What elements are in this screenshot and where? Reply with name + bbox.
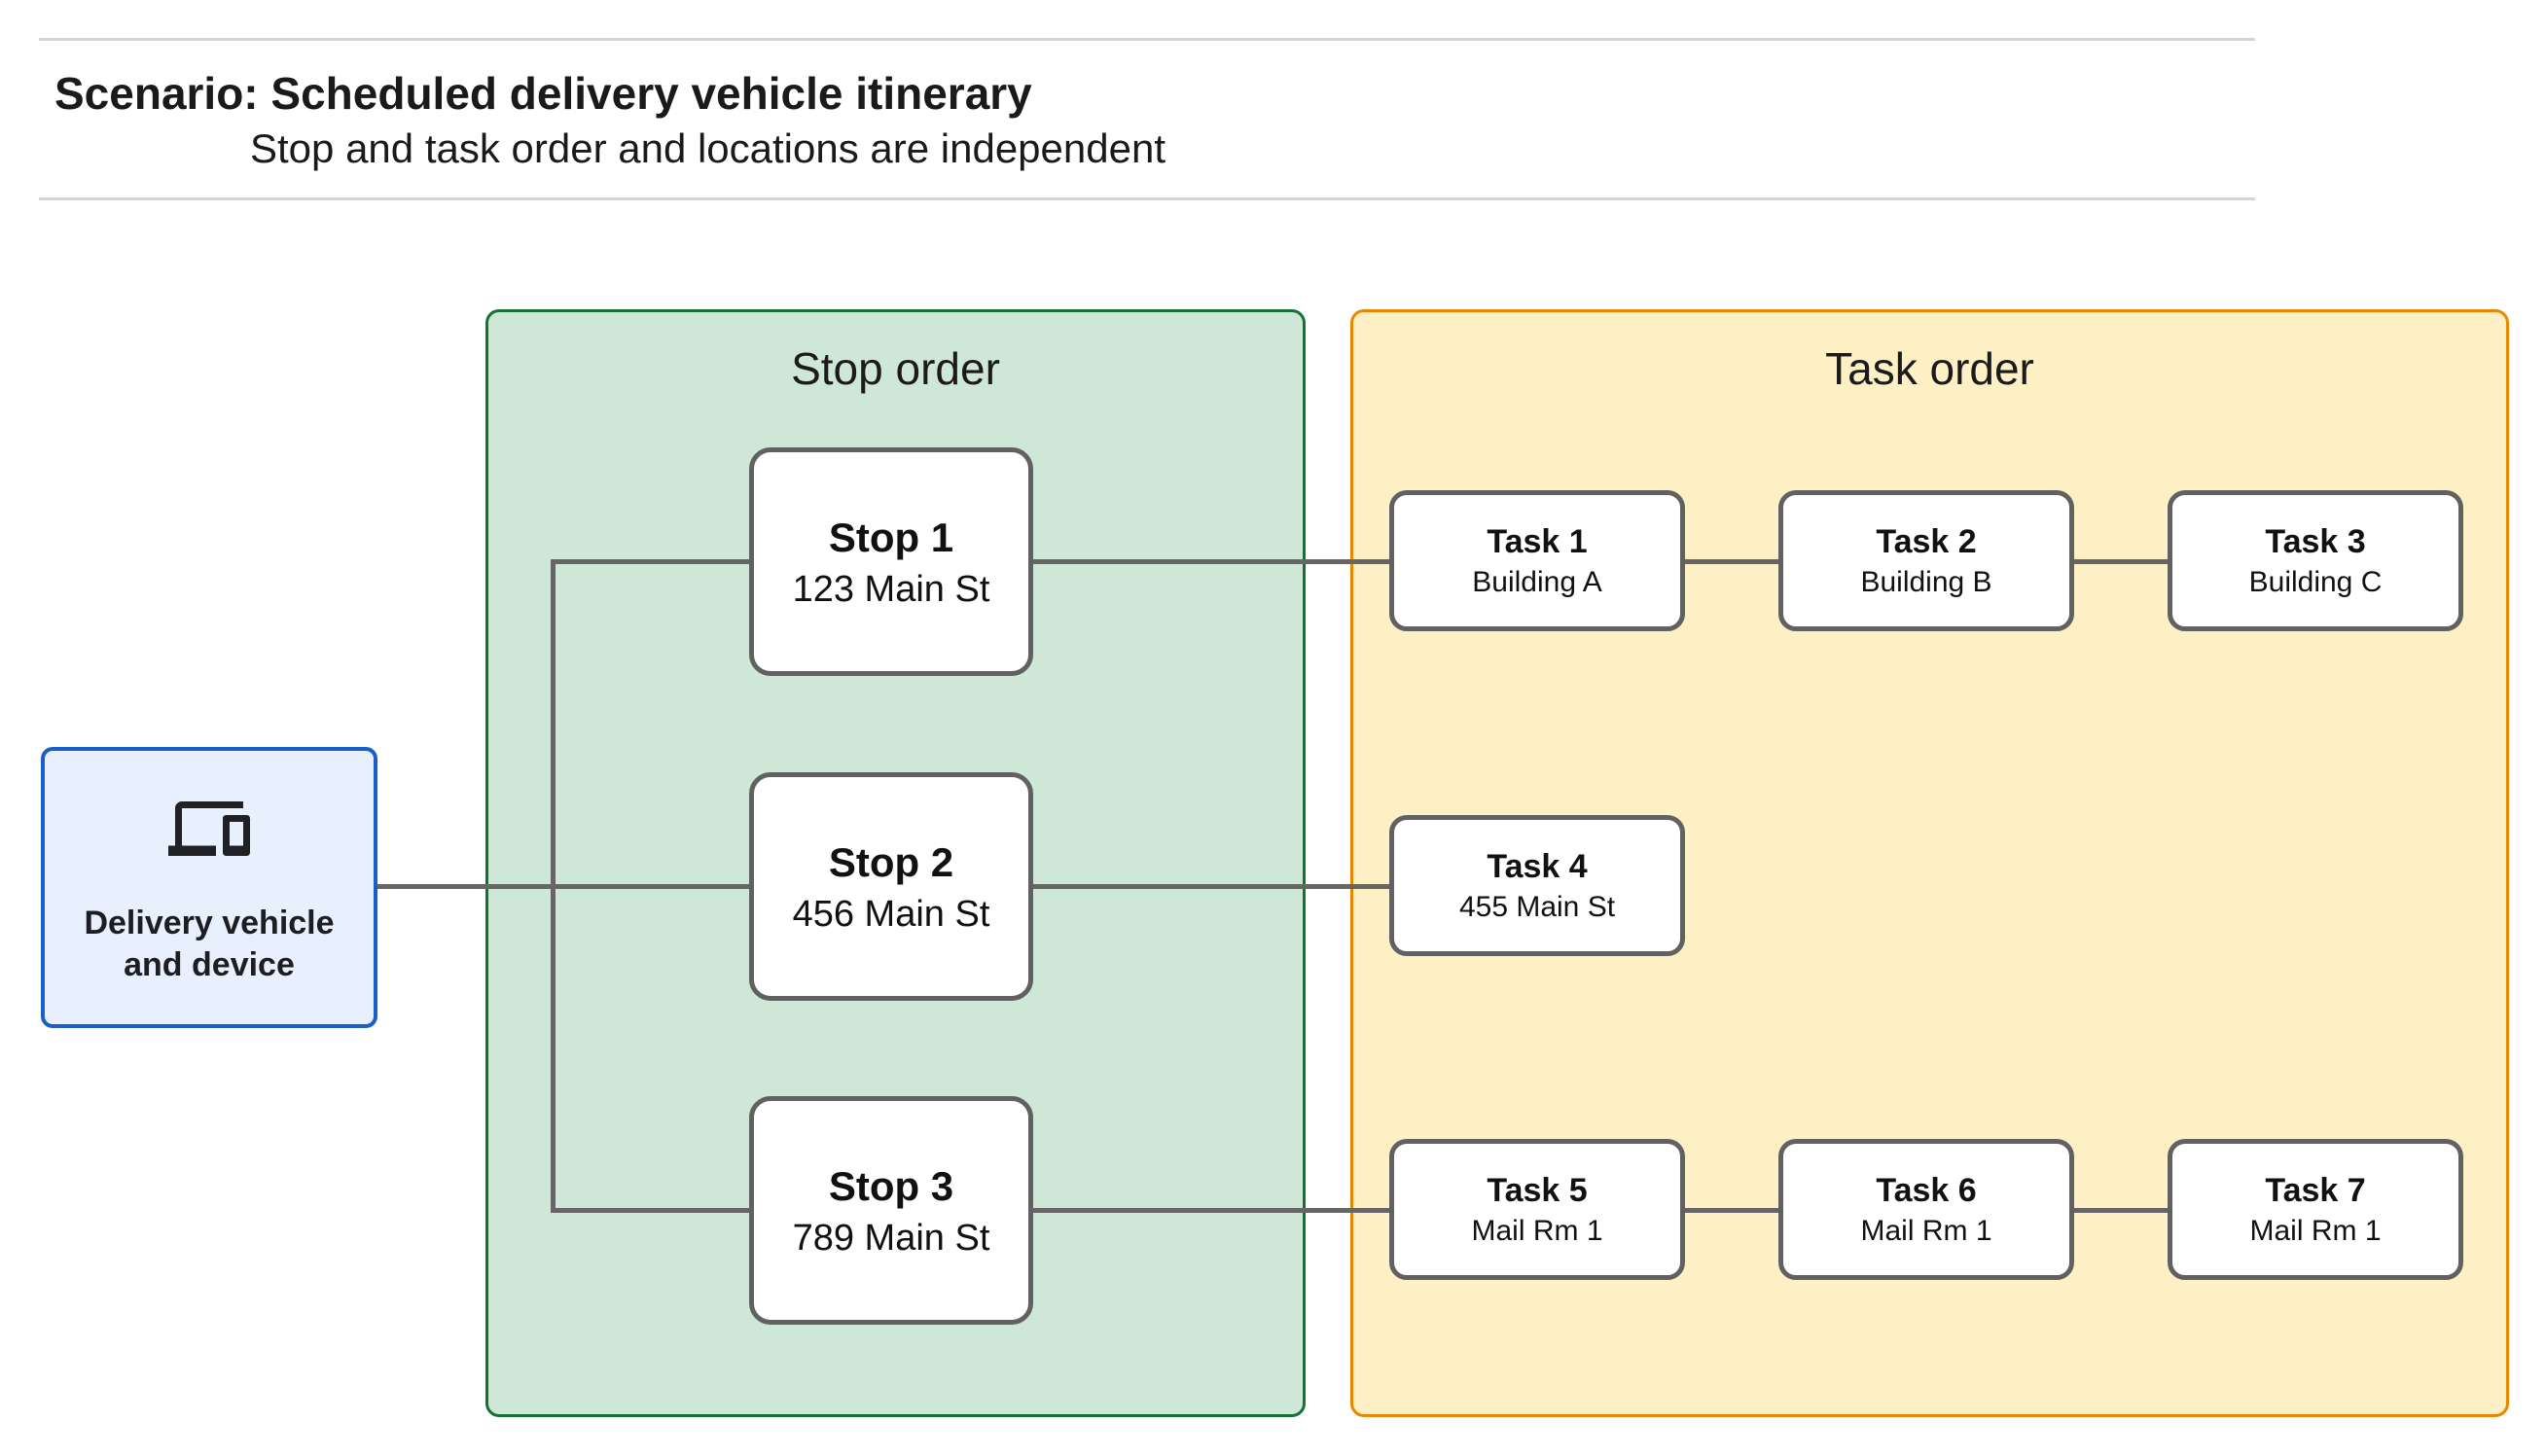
task-5-title: Task 5 <box>1487 1171 1588 1209</box>
stop-2-address: 456 Main St <box>792 893 990 935</box>
task-7-node: Task 7 Mail Rm 1 <box>2168 1139 2463 1280</box>
page-subtitle: Stop and task order and locations are in… <box>250 125 1166 171</box>
task-2-node: Task 2 Building B <box>1778 490 2074 631</box>
task-2-location: Building B <box>1860 565 1992 598</box>
task-1-title: Task 1 <box>1487 522 1588 560</box>
connector-trunk-to-stop3 <box>551 1208 749 1213</box>
task-4-node: Task 4 455 Main St <box>1389 815 1685 956</box>
task-6-node: Task 6 Mail Rm 1 <box>1778 1139 2074 1280</box>
page-title: Scenario: Scheduled delivery vehicle iti… <box>54 68 1032 119</box>
task-2-title: Task 2 <box>1876 522 1977 560</box>
connector-task5-to-task6 <box>1685 1208 1778 1213</box>
task-1-node: Task 1 Building A <box>1389 490 1685 631</box>
task-6-location: Mail Rm 1 <box>1860 1214 1992 1247</box>
task-3-node: Task 3 Building C <box>2168 490 2463 631</box>
stop-3-title: Stop 3 <box>828 1162 954 1209</box>
stop-1-address: 123 Main St <box>792 568 990 610</box>
task-7-title: Task 7 <box>2265 1171 2366 1209</box>
connector-stop2-to-task4 <box>1033 884 1389 889</box>
stop-1-node: Stop 1 123 Main St <box>749 447 1033 676</box>
stop-2-node: Stop 2 456 Main St <box>749 772 1033 1001</box>
task-5-node: Task 5 Mail Rm 1 <box>1389 1139 1685 1280</box>
task-5-location: Mail Rm 1 <box>1471 1214 1603 1247</box>
bottom-divider <box>39 197 2255 200</box>
top-divider <box>39 38 2255 41</box>
devices-icon <box>168 801 250 856</box>
connector-trunk-vertical <box>551 559 556 1213</box>
task-3-location: Building C <box>2248 565 2383 598</box>
connector-trunk-to-stop1 <box>551 559 749 564</box>
delivery-vehicle-label: Delivery vehicle and device <box>84 905 335 983</box>
stop-1-title: Stop 1 <box>828 514 954 560</box>
connector-stop1-to-task1 <box>1033 559 1389 564</box>
stop-2-title: Stop 2 <box>828 838 954 885</box>
task-4-location: 455 Main St <box>1458 890 1616 923</box>
connector-task1-to-task2 <box>1685 559 1778 564</box>
connector-task2-to-task3 <box>2074 559 2168 564</box>
task-1-location: Building A <box>1472 565 1602 598</box>
stop-3-node: Stop 3 789 Main St <box>749 1096 1033 1325</box>
stop-3-address: 789 Main St <box>792 1217 990 1259</box>
task-6-title: Task 6 <box>1876 1171 1977 1209</box>
task-order-panel-title: Task order <box>1825 343 2034 394</box>
connector-stop3-to-task5 <box>1033 1208 1389 1213</box>
connector-delivery-to-stop2 <box>377 884 749 889</box>
connector-task6-to-task7 <box>2074 1208 2168 1213</box>
task-4-title: Task 4 <box>1487 847 1588 885</box>
stop-order-panel-title: Stop order <box>791 343 1000 394</box>
task-7-location: Mail Rm 1 <box>2249 1214 2382 1247</box>
task-3-title: Task 3 <box>2265 522 2366 560</box>
delivery-vehicle-node: Delivery vehicle and device <box>41 747 377 1028</box>
